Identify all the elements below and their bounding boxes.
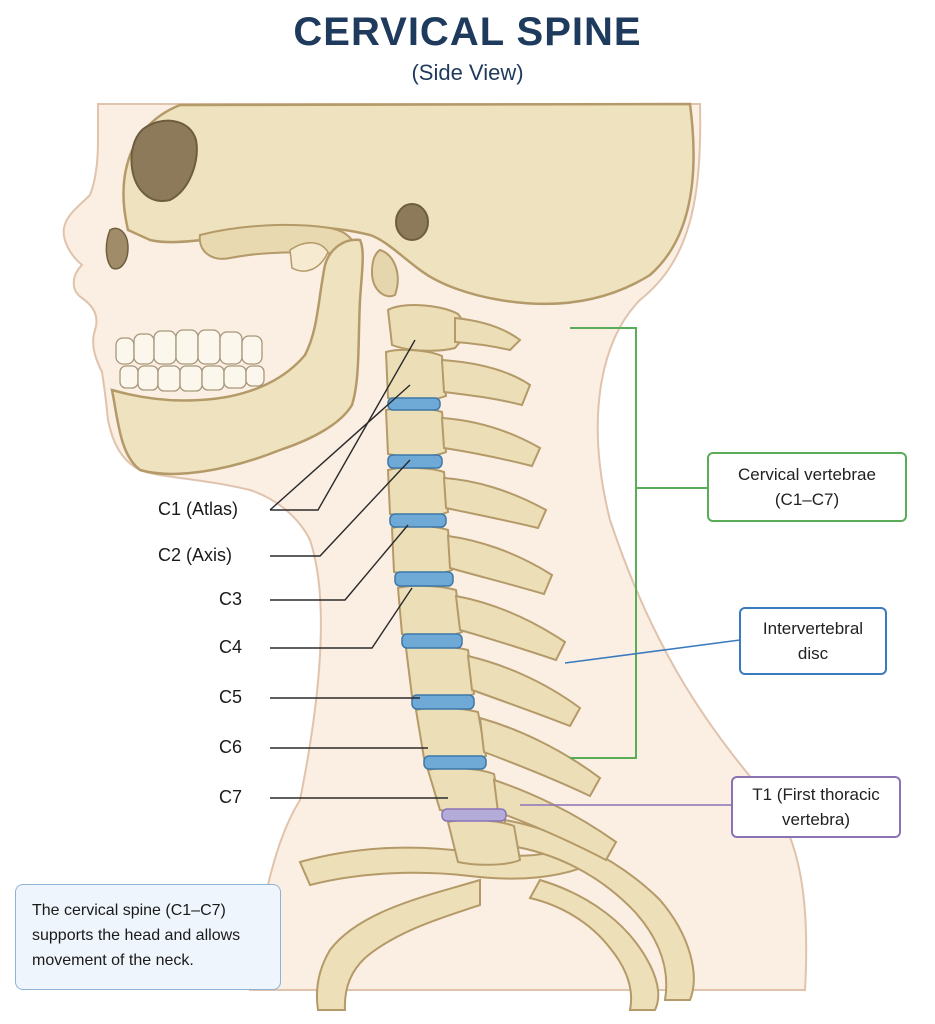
callout-t1-line2: vertebra) (781, 810, 851, 829)
upper-teeth (115, 329, 263, 365)
mandible (110, 238, 364, 476)
callout-t1-line1: T1 (First thoracic (752, 784, 880, 804)
callout-cervical-vertebrae: Cervical vertebrae (C1–C7) (707, 452, 907, 522)
leader-c3 (270, 524, 409, 601)
vertebra-lower-1 (414, 706, 488, 762)
label-c5: C5 (219, 687, 243, 707)
callout-disc-line1: Intervertebral (762, 618, 864, 638)
note-line1: The cervical spine (C1–C7) (32, 902, 226, 919)
disc-3 (389, 513, 447, 528)
vertebra-lower-2 (426, 766, 502, 814)
t1-disc (441, 808, 507, 822)
second-rib (528, 878, 660, 1011)
leader-c1 (270, 339, 416, 511)
callout-cervical-line1: Cervical vertebrae (738, 464, 876, 484)
lower-process-1 (478, 716, 602, 798)
disc-7 (423, 755, 487, 770)
vertebra-c7 (404, 644, 476, 700)
callout-t1: T1 (First thoracic vertebra) (731, 776, 901, 838)
vertebra-c4 (386, 466, 450, 518)
disc-2 (387, 454, 443, 469)
leader-c4 (270, 587, 413, 649)
eye-orbit (130, 119, 198, 202)
vertebra-c3 (384, 406, 448, 458)
page-title: CERVICAL SPINE (293, 10, 642, 54)
ear-canal (395, 203, 429, 241)
mastoid-process (370, 248, 399, 298)
label-c6: C6 (219, 737, 243, 757)
c7-process (466, 654, 582, 728)
callout-intervertebral-disc: Intervertebral disc (739, 607, 887, 675)
nasal-cavity (105, 227, 129, 270)
callout-disc-line2: disc (797, 644, 829, 663)
c2-process (440, 358, 532, 407)
c1-process (454, 316, 522, 352)
intervertebral-discs (387, 397, 487, 770)
disc-pointer-line (564, 639, 741, 664)
c4-process (442, 476, 548, 530)
left-rib (315, 878, 481, 1011)
disc-6 (411, 694, 475, 710)
c5-process (446, 534, 554, 596)
callout-cervical-line2: (C1–C7) (774, 490, 840, 509)
c3-process (440, 416, 542, 468)
c6-process (454, 594, 567, 662)
label-c1: C1 (Atlas) (158, 499, 239, 519)
disc-4 (394, 571, 454, 587)
cervical-column (384, 304, 618, 866)
leader-c1-b (269, 384, 411, 511)
label-c2: C2 (Axis) (158, 545, 233, 565)
label-c7: C7 (219, 787, 243, 807)
vertebra-t1 (446, 818, 522, 866)
disc-5 (401, 633, 463, 649)
page-subtitle: (Side View) (411, 60, 524, 85)
label-c4: C4 (219, 637, 243, 657)
label-c3: C3 (219, 589, 243, 609)
leader-c2 (270, 459, 411, 557)
vertebra-leader-lines (269, 339, 448, 799)
info-note: The cervical spine (C1–C7) supports the … (15, 884, 281, 990)
coronoid-notch (289, 242, 329, 272)
lower-process-2 (492, 778, 618, 862)
note-line3: movement of the neck. (32, 951, 194, 969)
disc-1 (387, 397, 441, 411)
note-line2: supports the head and allows (32, 926, 241, 944)
cervical-bracket (570, 327, 708, 759)
lower-teeth (119, 365, 265, 392)
